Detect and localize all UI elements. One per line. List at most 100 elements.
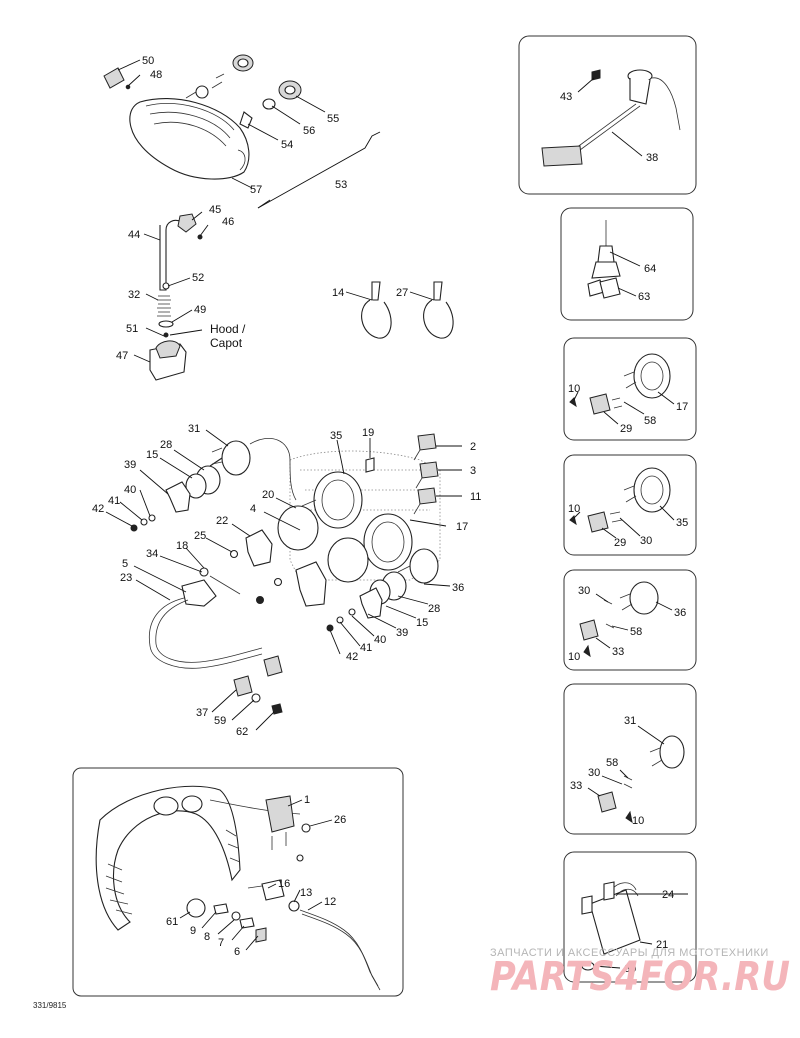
retainer-ring	[262, 98, 276, 110]
callout-34: 34	[146, 548, 158, 560]
ring-4	[327, 537, 369, 583]
fuel-sender-38	[541, 69, 681, 167]
leader-21	[639, 941, 653, 945]
callout-6: 6	[234, 946, 240, 958]
callout-57: 57	[250, 184, 262, 196]
connector-37	[233, 655, 283, 697]
cluster-leaders	[105, 429, 462, 731]
washer-40-right	[348, 608, 356, 616]
callout-1: 1	[304, 794, 310, 806]
panel-gauge-35-parts	[569, 467, 671, 533]
callout-60: 60	[624, 963, 636, 975]
callout-33c: 33	[612, 646, 624, 658]
callout-35: 35	[330, 430, 342, 442]
callout-9: 9	[190, 925, 196, 937]
callout-61: 61	[166, 916, 178, 928]
callout-14: 14	[332, 287, 344, 299]
panel-gauge-17-parts	[569, 353, 671, 415]
bulb-socket	[185, 85, 209, 99]
leader-10a	[573, 391, 579, 401]
ring-15-left	[185, 473, 207, 499]
callout-36p: 36	[674, 607, 686, 619]
callout-51: 51	[126, 323, 138, 335]
console-detail-box	[72, 767, 404, 997]
callout-40b: 40	[374, 634, 386, 646]
leader-30c	[595, 593, 609, 603]
callout-3: 3	[470, 465, 476, 477]
callout-21: 21	[656, 939, 668, 951]
washer-26	[296, 854, 304, 862]
leader-31p	[637, 725, 665, 745]
leader-58d	[619, 769, 629, 779]
watermark-logo: PARTS4FOR.RU	[490, 954, 790, 1000]
switch-3	[415, 461, 439, 489]
panel-gauge-36	[563, 569, 697, 671]
washer-41-right	[336, 616, 344, 624]
sensor-64-63	[587, 220, 621, 299]
callout-40: 40	[124, 484, 136, 496]
callout-15: 15	[146, 449, 158, 461]
leader-63	[617, 287, 637, 297]
panel-gauge-35	[563, 454, 697, 556]
callout-12: 12	[324, 896, 336, 908]
leader-33d	[587, 787, 601, 797]
leader-29b	[601, 527, 617, 539]
callout-30b: 30	[640, 535, 652, 547]
callout-5: 5	[122, 558, 128, 570]
callout-10a: 10	[568, 383, 580, 395]
cap-61	[186, 898, 206, 918]
callout-24: 24	[662, 889, 674, 901]
plate-5	[181, 579, 217, 607]
hood-label-line2: Capot	[210, 336, 243, 350]
callout-38: 38	[646, 152, 658, 164]
callout-44: 44	[128, 229, 140, 241]
callout-46: 46	[222, 216, 234, 228]
callout-32: 32	[128, 289, 140, 301]
callout-17: 17	[456, 521, 468, 533]
panel-sensor	[560, 207, 694, 321]
panel-gauge-36-parts	[579, 581, 659, 658]
console-housing	[95, 785, 301, 931]
leader-10b	[573, 511, 581, 519]
callout-10b: 10	[568, 503, 580, 515]
bracket-25	[295, 561, 327, 607]
headlight-assembly	[103, 54, 302, 180]
callout-41: 41	[108, 495, 120, 507]
callout-35p: 35	[676, 517, 688, 529]
washer-40-left	[148, 514, 156, 522]
leader-30b	[619, 517, 641, 537]
callout-47: 47	[116, 350, 128, 362]
callout-2: 2	[470, 441, 476, 453]
callout-25: 25	[194, 530, 206, 542]
callout-10d: 10	[632, 815, 644, 827]
callout-30d: 30	[588, 767, 600, 779]
callout-18: 18	[176, 540, 188, 552]
callout-58a: 58	[644, 415, 656, 427]
gauge-36	[397, 548, 439, 584]
nut-13	[288, 900, 300, 912]
leader-43	[577, 77, 595, 93]
cable-tie-14	[361, 281, 392, 339]
callout-37: 37	[196, 707, 208, 719]
callout-15b: 15	[416, 617, 428, 629]
washer-18a	[229, 549, 239, 559]
callout-31p: 31	[624, 715, 636, 727]
callout-10c: 10	[568, 651, 580, 663]
callout-64: 64	[644, 263, 656, 275]
regulator-21	[581, 881, 641, 971]
callout-52: 52	[192, 272, 204, 284]
rubber-boot-small	[232, 54, 254, 72]
callout-17p: 17	[676, 401, 688, 413]
callout-39b: 39	[396, 627, 408, 639]
nut-26	[301, 823, 311, 833]
washer-41-left	[140, 518, 148, 526]
leader-35p	[659, 505, 675, 521]
callout-62: 62	[236, 726, 248, 738]
key-switch-16	[247, 879, 285, 901]
screw-19	[365, 457, 375, 473]
part-9	[213, 903, 229, 915]
callout-23: 23	[120, 572, 132, 584]
nut-18	[256, 596, 264, 604]
gauge-35	[301, 471, 363, 529]
